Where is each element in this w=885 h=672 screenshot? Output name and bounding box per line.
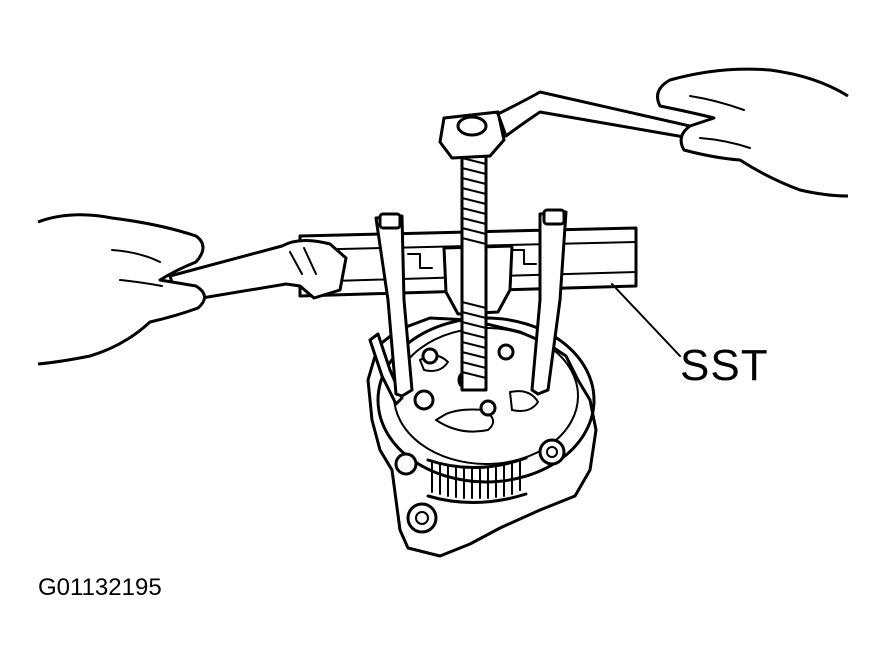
figure-id: G01132195 xyxy=(38,574,162,601)
cooling-slots xyxy=(426,456,528,505)
adjustable-wrench xyxy=(168,239,348,304)
callout-leader-line xyxy=(611,283,681,357)
forcing-screw xyxy=(438,110,506,392)
right-hand xyxy=(656,67,849,198)
left-hand xyxy=(37,213,206,366)
puller-jaws xyxy=(374,208,568,398)
sst-callout-label: SST xyxy=(680,341,769,390)
